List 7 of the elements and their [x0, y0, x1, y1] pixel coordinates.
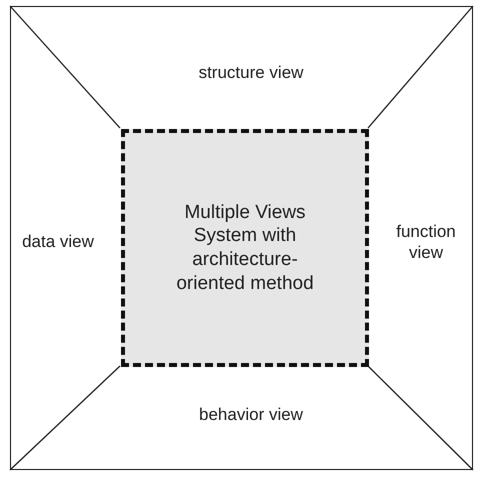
view-label: behavior view [199, 404, 303, 426]
dashed-center-box [121, 129, 369, 367]
outer-frame [10, 6, 473, 470]
center-title: Multiple Views System with architecture-oriented method [175, 200, 315, 296]
view-label: structure view [198, 62, 304, 84]
view-label: data view [22, 231, 94, 253]
view-label: function view [395, 220, 457, 264]
